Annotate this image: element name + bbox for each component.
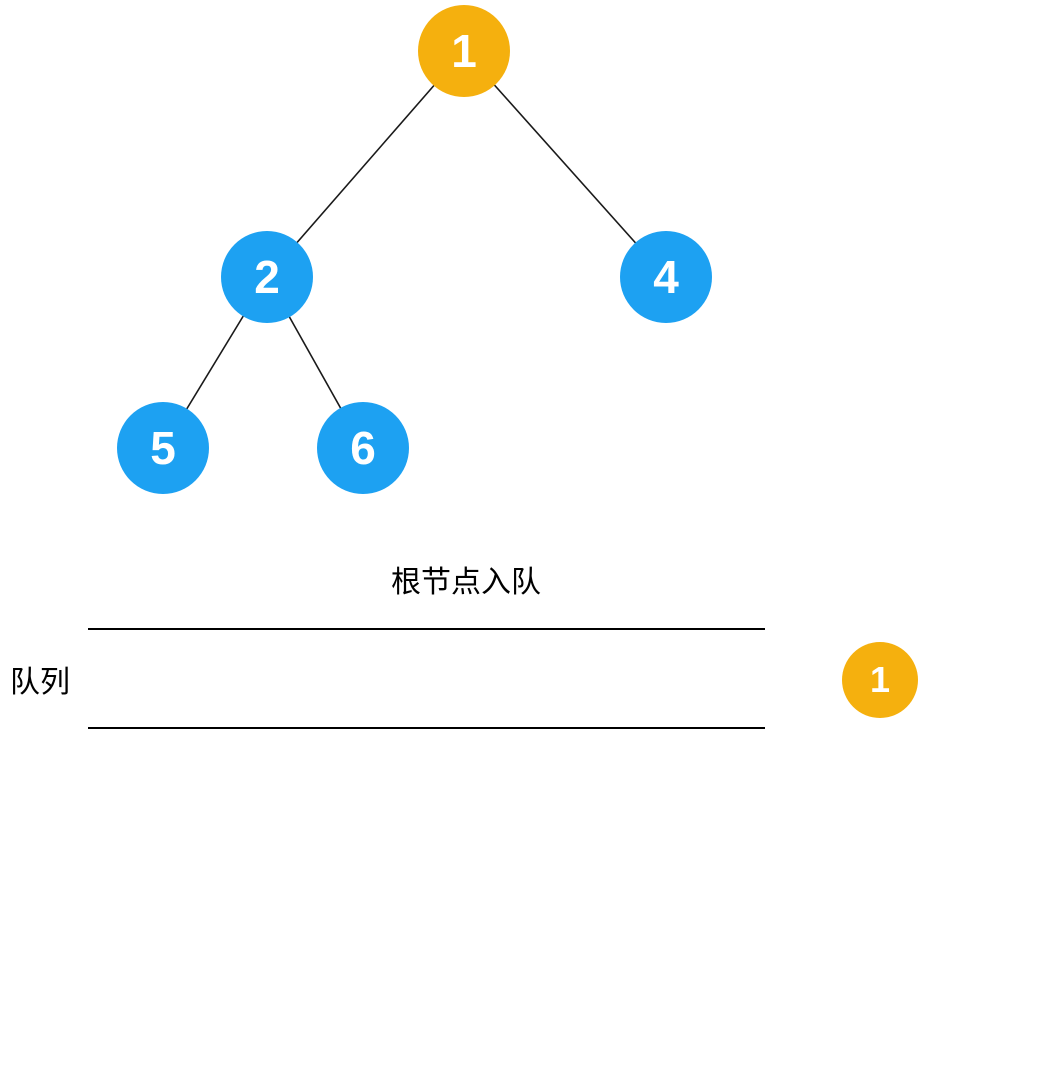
- tree-node-6: 6: [317, 402, 409, 494]
- queue-item-1: 1: [842, 642, 918, 718]
- tree-node-2: 2: [221, 231, 313, 323]
- queue-track: [88, 628, 765, 729]
- queue-label: 队列: [10, 666, 70, 699]
- tree-node-5: 5: [117, 402, 209, 494]
- step-caption: 根节点入队: [391, 566, 541, 599]
- tree-node-4: 4: [620, 231, 712, 323]
- tree-node-1: 1: [418, 5, 510, 97]
